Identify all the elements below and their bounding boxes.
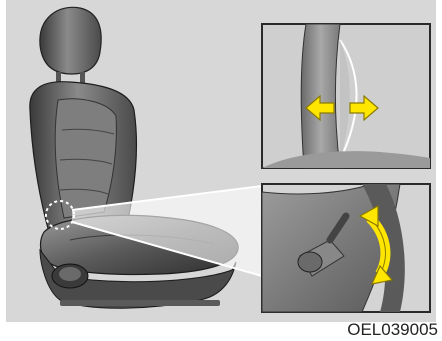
lumbar-lever-inset: [262, 184, 430, 312]
figure-code: OEL039005: [347, 320, 438, 340]
lumbar-support-inset: [262, 24, 430, 168]
headrest: [40, 7, 101, 74]
